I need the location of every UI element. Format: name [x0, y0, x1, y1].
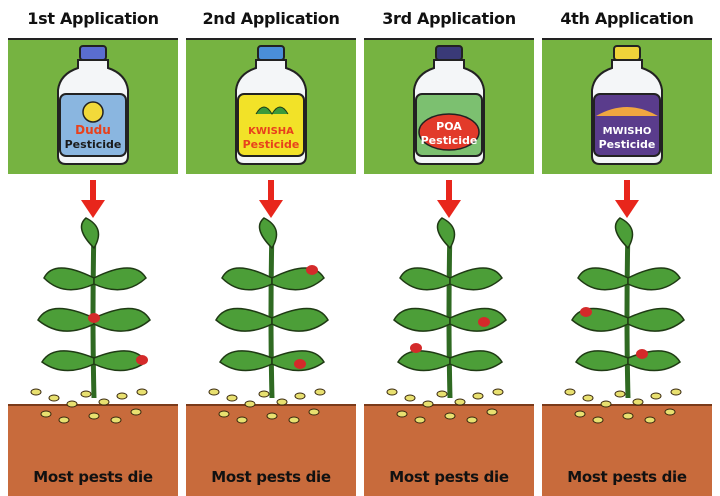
- down-arrow-icon: [434, 180, 464, 220]
- down-arrow-icon: [78, 180, 108, 220]
- bottle-product: Pesticide: [599, 138, 656, 151]
- plant-icon: [558, 218, 698, 408]
- plant-icon: [202, 218, 342, 408]
- bottle-product: Pesticide: [243, 138, 300, 151]
- plant-icon: [380, 218, 520, 408]
- caption: Most pests die: [4, 468, 182, 486]
- dead-pests-icon: [380, 384, 520, 444]
- panel-title: 4th Application: [538, 0, 716, 36]
- bottle-product: Pesticide: [65, 138, 122, 151]
- caption: Most pests die: [182, 468, 360, 486]
- panel-4: 4th Application MWISHO Pesticide: [538, 0, 716, 494]
- caption: Most pests die: [360, 468, 538, 486]
- pest-icon: [410, 343, 422, 353]
- pesticide-bottle-icon: MWISHO Pesticide: [582, 44, 672, 168]
- plant-icon: [24, 218, 164, 408]
- panel-title: 3rd Application: [360, 0, 538, 36]
- panel-1: 1st Application Dudu Pesticide: [4, 0, 182, 494]
- pesticide-bottle-icon: POA Pesticide: [404, 44, 494, 168]
- pest-icon: [636, 349, 648, 359]
- pest-icon: [306, 265, 318, 275]
- down-arrow-icon: [256, 180, 286, 220]
- panel-3: 3rd Application POA Pesticide: [360, 0, 538, 494]
- caption: Most pests die: [538, 468, 716, 486]
- panel-title: 2nd Application: [182, 0, 360, 36]
- panel-2: 2nd Application KWISHA Pesticide: [182, 0, 360, 494]
- pest-icon: [136, 355, 148, 365]
- dead-pests-icon: [24, 384, 164, 444]
- bottle-brand: KWISHA: [248, 126, 294, 137]
- panel-title: 1st Application: [4, 0, 182, 36]
- pesticide-bottle-icon: KWISHA Pesticide: [226, 44, 316, 168]
- dead-pests-icon: [202, 384, 342, 444]
- bottle-brand: POA: [436, 120, 462, 133]
- pesticide-bottle-icon: Dudu Pesticide: [48, 44, 138, 168]
- down-arrow-icon: [612, 180, 642, 220]
- pest-icon: [580, 307, 592, 317]
- pest-icon: [294, 359, 306, 369]
- pest-icon: [478, 317, 490, 327]
- bottle-brand: MWISHO: [603, 126, 652, 137]
- bottle-product: Pesticide: [421, 134, 478, 147]
- bottle-brand: Dudu: [75, 123, 111, 137]
- pest-icon: [88, 313, 100, 323]
- dead-pests-icon: [558, 384, 698, 444]
